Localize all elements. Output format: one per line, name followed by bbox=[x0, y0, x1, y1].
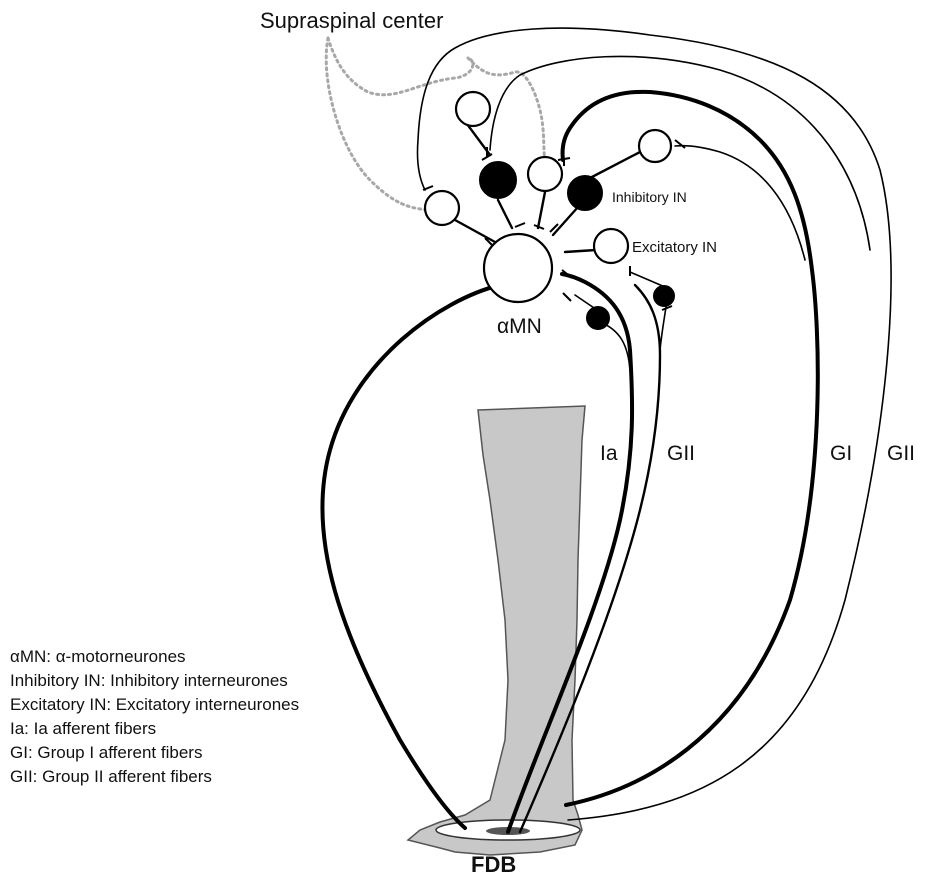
legend-item: Excitatory IN: Excitatory interneurones bbox=[10, 693, 299, 717]
legend-item: GI: Group I afferent fibers bbox=[10, 741, 299, 765]
excitatory-in-label: Excitatory IN bbox=[632, 239, 717, 256]
connection bbox=[455, 220, 495, 242]
synapse-terminal bbox=[515, 223, 525, 227]
connection bbox=[590, 152, 640, 178]
outer-gii-fiber-branch bbox=[490, 56, 870, 250]
interneuron-inhibitory-right bbox=[568, 176, 602, 210]
inhibitory-in-label: Inhibitory IN bbox=[612, 189, 687, 205]
legend-item: Inhibitory IN: Inhibitory interneurones bbox=[10, 669, 299, 693]
ia-label: Ia bbox=[600, 442, 618, 465]
synapse-terminal bbox=[675, 140, 685, 148]
gii-outer-label: GII bbox=[887, 442, 915, 465]
amn-label: αMN bbox=[497, 315, 542, 338]
interneuron-inhibitory-left bbox=[480, 162, 516, 198]
connection bbox=[538, 192, 545, 228]
supraspinal-pathway bbox=[328, 38, 473, 95]
synapse-terminal bbox=[563, 293, 571, 301]
alpha-motor-neuron bbox=[484, 234, 552, 302]
interneuron-top-excitatory bbox=[456, 92, 490, 126]
leg-silhouette bbox=[408, 406, 585, 855]
supraspinal-center-label: Supraspinal center bbox=[260, 8, 443, 33]
interneuron-excitatory-far-left bbox=[425, 191, 459, 225]
legend-item: GII: Group II afferent fibers bbox=[10, 765, 299, 789]
fdb-label: FDB bbox=[471, 852, 516, 877]
interneuron-excitatory-right bbox=[639, 130, 671, 162]
supraspinal-pathway-left bbox=[326, 38, 428, 210]
interneuron-inhibitory-small-left bbox=[587, 307, 609, 329]
connection bbox=[498, 200, 512, 228]
legend-item: Ia: Ia afferent fibers bbox=[10, 717, 299, 741]
gi-label: GI bbox=[830, 442, 852, 465]
legend-item: αMN: α-motorneurones bbox=[10, 645, 299, 669]
motor-axon bbox=[322, 285, 500, 828]
interneuron-excitatory-labeled bbox=[594, 229, 628, 263]
interneuron-inhibitory-small-right bbox=[654, 286, 674, 306]
gii-inner-label: GII bbox=[667, 442, 695, 465]
connection bbox=[565, 250, 596, 252]
connection bbox=[553, 207, 578, 235]
legend: αMN: α-motorneurones Inhibitory IN: Inhi… bbox=[10, 645, 299, 789]
interneuron-excitatory-center bbox=[528, 157, 562, 191]
